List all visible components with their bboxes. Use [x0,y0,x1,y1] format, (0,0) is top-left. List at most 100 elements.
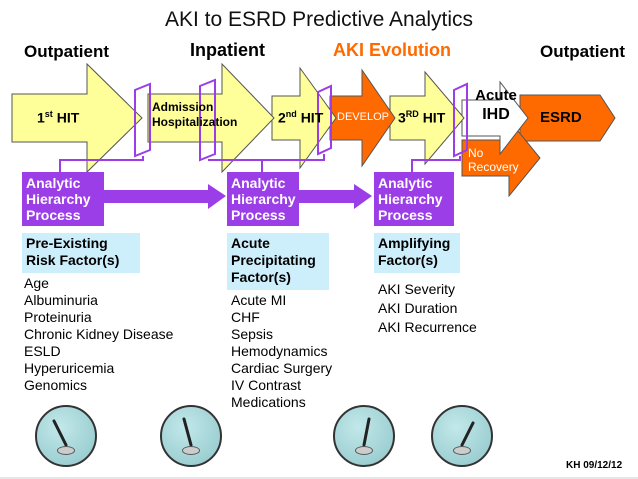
ahp-box-1-line2: Hierarchy [26,191,91,207]
list-acute: Acute MI CHF Sepsis Hemodynamics Cardiac… [231,292,332,411]
factor-heading-acute-line3: Factor(s) [231,269,291,285]
gauge-needle-icon [460,421,475,447]
list-item: Medications [231,394,306,410]
ahp-link-head-1 [208,184,226,209]
list-amplifying: AKI Severity AKI Duration AKI Recurrence [378,280,477,337]
list-item: Cardiac Surgery [231,360,333,376]
ahp-box-3-line3: Process [378,207,433,223]
no-recovery-line1: No [468,146,484,160]
purple-gate-2 [199,78,216,162]
hit1-arrow [11,62,143,174]
footer-credit: KH 09/12/12 [566,460,623,471]
list-item: AKI Severity [378,281,456,297]
hit3-sup: RD [405,109,419,119]
ahp-box-2-line3: Process [231,207,286,223]
hit3-prefix: 3 [398,109,406,126]
ahp-link-head-2 [354,184,372,209]
acute-ihd-line2: IHD [482,106,510,123]
esrd-label: ESRD [540,109,582,126]
list-item: ESLD [24,343,61,359]
develop-arrow [329,68,396,168]
ahp-box-3-line1: Analytic [378,175,433,191]
list-item: Age [24,275,49,291]
gauge-needle-icon [362,417,371,447]
ahp-box-3: Analytic Hierarchy Process [374,172,454,226]
factor-heading-acute-line2: Precipitating [231,252,316,268]
no-recovery-label: No Recovery [468,146,519,174]
factor-heading-acute-line1: Acute [231,235,270,251]
page-title: AKI to ESRD Predictive Analytics [164,8,474,31]
factor-heading-amplifying: Amplifying Factor(s) [374,233,460,273]
acute-ihd-arrow [461,80,529,156]
ahp-box-1: Analytic Hierarchy Process [22,172,104,226]
hit1-prefix: 1 [37,109,45,126]
hit3-arrow [389,70,465,166]
admission-line2: Hospitalization [152,115,238,129]
hit2-suffix: HIT [300,109,324,126]
hit1-sup: st [44,109,53,119]
list-item: Sepsis [231,326,274,342]
purple-gate-1 [134,82,151,158]
list-item: Hemodynamics [231,343,328,359]
hit2-label: 2nd HIT [278,109,323,126]
gauge-needle-icon [52,419,68,447]
ahp-link-bar-2 [298,190,354,203]
list-item: AKI Duration [378,300,458,316]
connector-2 [208,159,263,172]
gauge-icon [160,405,222,467]
hit1-suffix: HIT [56,109,80,126]
hit2-prefix: 2 [278,109,286,126]
gauge-icon [333,405,395,467]
hit3-label: 3RD HIT [398,109,445,126]
factor-heading-amplifying-line2: Factor(s) [378,252,438,268]
phase-inpatient: Inpatient [190,40,265,60]
gauge-needle-icon [182,417,193,447]
connector-1 [59,156,144,172]
purple-gate-4 [453,82,468,158]
acute-ihd-label: Acute IHD [470,86,522,124]
develop-label: DEVELOP [337,111,389,123]
connector-3 [262,154,325,161]
gauge-dial [355,446,373,455]
list-item: Acute MI [231,292,287,308]
gauge-icon [431,405,493,467]
factor-heading-preexisting: Pre-Existing Risk Factor(s) [22,233,140,273]
gauge-dial [57,446,75,455]
phase-outpatient-right: Outpatient [540,42,625,61]
ahp-link-bar-1 [103,190,208,203]
ahp-box-1-line3: Process [26,207,81,223]
ahp-box-3-line2: Hierarchy [378,191,443,207]
gauge-dial [182,446,200,455]
admission-line1: Admission [152,100,214,114]
list-item: Albuminuria [24,292,98,308]
acute-ihd-line1: Acute [475,87,517,104]
admission-arrow [147,62,275,174]
list-item: Hyperuricemia [24,360,115,376]
ahp-box-2: Analytic Hierarchy Process [227,172,299,226]
connector-4 [411,156,461,172]
list-item: Proteinuria [24,309,92,325]
gauge-dial [453,446,471,455]
hit3-suffix: HIT [422,109,446,126]
admission-label: Admission Hospitalization [152,100,237,130]
list-preexisting: Age Albuminuria Proteinuria Chronic Kidn… [24,275,173,394]
factor-heading-amplifying-line1: Amplifying [378,235,451,251]
list-item: CHF [231,309,260,325]
factor-heading-acute: Acute Precipitating Factor(s) [227,233,329,290]
factor-heading-preexisting-line2: Risk Factor(s) [26,252,120,268]
hit1-label: 1st HIT [37,109,79,126]
purple-gate-3 [317,84,332,156]
list-item: Chronic Kidney Disease [24,326,174,342]
phase-outpatient-left: Outpatient [24,42,109,61]
factor-heading-preexisting-line1: Pre-Existing [26,235,108,251]
ahp-box-2-line1: Analytic [231,175,286,191]
ahp-box-2-line2: Hierarchy [231,191,296,207]
ahp-box-1-line1: Analytic [26,175,81,191]
gauge-icon [35,405,97,467]
phase-aki-evolution: AKI Evolution [333,40,451,60]
list-item: IV Contrast [231,377,302,393]
no-recovery-line2: Recovery [468,160,519,174]
hit2-sup: nd [285,109,297,119]
list-item: AKI Recurrence [378,319,477,335]
